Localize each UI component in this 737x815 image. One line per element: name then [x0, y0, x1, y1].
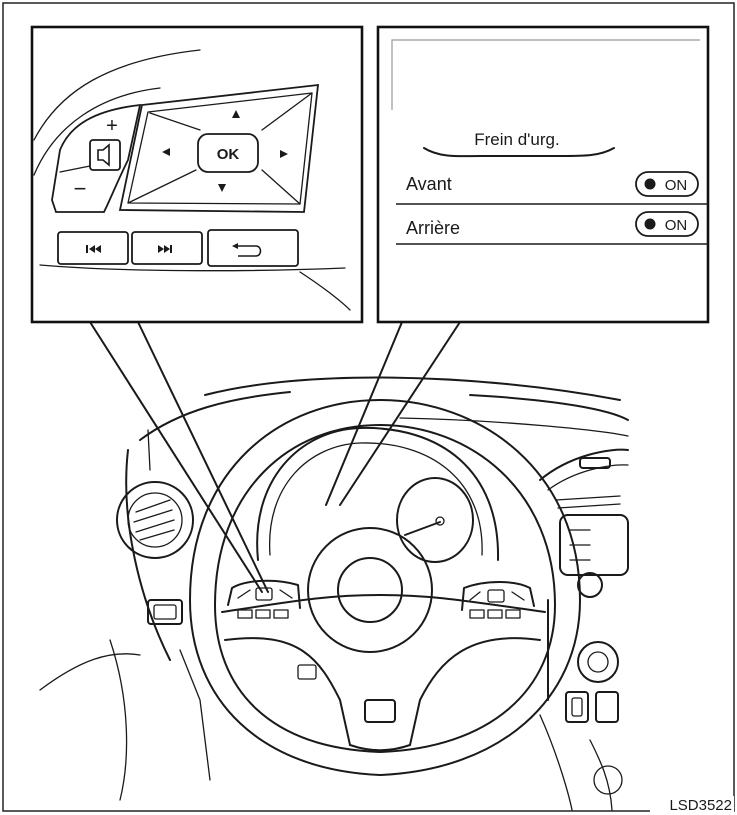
dashboard-illustration — [39, 376, 629, 811]
next-track-icon — [158, 245, 172, 253]
speaker-icon — [97, 143, 110, 167]
toggle-arriere[interactable]: ON — [635, 211, 699, 237]
switch-callout: + − OK — [30, 25, 364, 324]
center-console — [539, 448, 629, 811]
right-arrow-icon[interactable] — [280, 150, 288, 158]
figure-code: LSD3522 — [669, 797, 732, 814]
previous-track-icon — [86, 245, 101, 253]
ok-label: OK — [217, 146, 240, 163]
steering-wheel — [189, 399, 581, 776]
volume-down-label: − — [74, 176, 87, 201]
callout-lines — [89, 321, 461, 593]
back-icon — [232, 243, 262, 257]
left-air-vent — [116, 481, 194, 559]
toggle-knob-icon — [644, 178, 656, 190]
toggle-avant[interactable]: ON — [635, 171, 699, 197]
up-arrow-icon[interactable] — [232, 110, 240, 118]
row-label-avant: Avant — [406, 174, 452, 194]
display-callout: Frein d'urg. Avant ON Arrière ON — [376, 25, 710, 324]
instrument-cluster — [256, 426, 500, 563]
row-label-arriere: Arrière — [406, 218, 460, 238]
toggle-arriere-label: ON — [665, 217, 688, 234]
previous-track-button[interactable] — [57, 231, 129, 265]
next-track-button[interactable] — [131, 231, 203, 265]
direction-pad[interactable]: OK — [118, 83, 320, 213]
back-button[interactable] — [207, 229, 299, 267]
down-arrow-icon[interactable] — [218, 184, 226, 192]
toggle-avant-label: ON — [665, 177, 688, 194]
toggle-knob-icon — [644, 218, 656, 230]
volume-up-label: + — [106, 115, 118, 137]
display-title: Frein d'urg. — [474, 130, 559, 149]
left-arrow-icon[interactable] — [162, 148, 170, 156]
volume-rocker[interactable]: + − — [51, 103, 142, 213]
speaker-button[interactable] — [89, 139, 121, 171]
ok-button[interactable] — [197, 133, 259, 173]
left-switch — [147, 599, 183, 625]
